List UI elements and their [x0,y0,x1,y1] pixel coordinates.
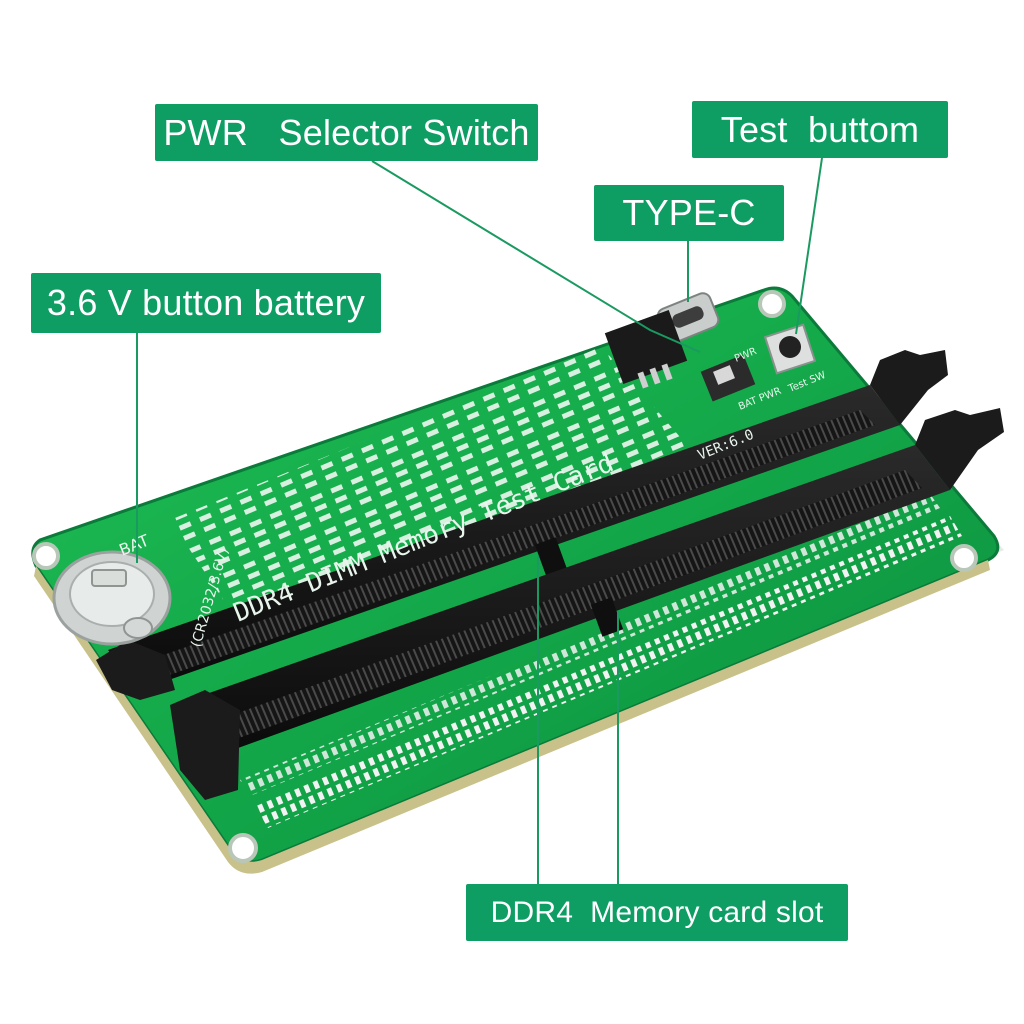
dimm-slot-1 [96,350,948,700]
callout-pwr-selector-switch: PWR Selector Switch [155,104,538,161]
callout-button-battery: 3.6 V button battery [31,273,381,333]
led-row [240,494,940,796]
led-row [255,516,962,828]
dimm-slot-2 [170,408,1004,800]
leader-line-pwr [371,160,701,353]
coin-cell-battery-icon [52,550,172,646]
mounting-hole [758,290,786,318]
mounting-hole [950,544,978,572]
mounting-hole [228,833,258,863]
tactile-push-button-icon [763,323,817,375]
callout-memory-card-slot: DDR4 Memory card slot [466,884,848,941]
callout-type-c: TYPE-C [594,185,784,241]
leader-line-test [795,157,823,335]
callout-test-button: Test buttom [692,101,948,158]
slide-switch-icon [700,354,756,402]
leader-lines [136,157,823,884]
mounting-hole [32,542,60,570]
test-pad-grid [170,345,700,640]
voltage-regulator [604,309,688,389]
